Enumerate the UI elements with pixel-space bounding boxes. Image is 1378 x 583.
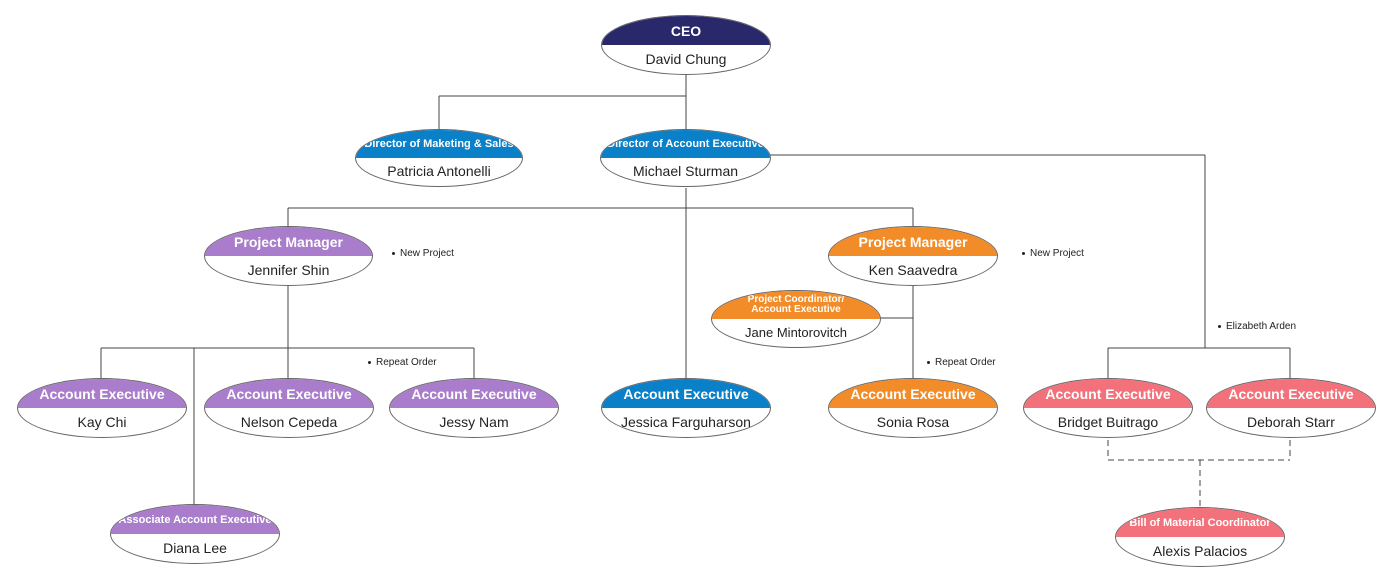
node-bom-alexis: Bill of Material Coordinator Alexis Pala… [1115,507,1285,567]
node-role: Account Executive [205,379,373,408]
node-role: Account Executive [1207,379,1375,408]
node-role: Account Executive [18,379,186,408]
node-role: Project Coordinator/ Account Executive [712,291,880,319]
node-name: Deborah Starr [1247,413,1335,430]
node-name: Patricia Antonelli [387,163,491,179]
node-role: Associate Account Executive [111,505,279,534]
note-text: New Project [400,248,454,259]
bullet-icon [392,251,395,255]
node-name: Bridget Buitrago [1057,413,1159,430]
node-name: Jessy Nam [439,413,509,430]
node-name: Jane Mintorovitch [745,324,847,340]
note-text: Repeat Order [935,357,996,368]
bullet-icon [1022,251,1025,255]
node-name: Michael Sturman [632,163,739,179]
node-ae-jessy: Account Executive Jessy Nam [389,378,559,438]
node-role: Bill of Material Coordinator [1116,508,1284,537]
node-role: Director of Maketing & Sales [356,130,522,158]
node-director-marketing: Director of Maketing & Sales Patricia An… [355,129,523,187]
node-role: Account Executive [602,379,770,408]
node-role: CEO [602,16,770,45]
note-elizabeth-arden: Elizabeth Arden [1218,321,1296,332]
node-ae-bridget: Account Executive Bridget Buitrago [1023,378,1193,438]
node-name: Jessica Farguharson [621,413,751,430]
bullet-icon [927,360,930,364]
node-role: Director of Account Executive [601,130,770,158]
bullet-icon [368,360,371,364]
node-name: David Chung [645,50,727,67]
node-role: Account Executive [390,379,558,408]
node-name: Alexis Palacios [1152,542,1248,559]
node-director-account: Director of Account Executive Michael St… [600,129,771,187]
node-ae-kay: Account Executive Kay Chi [17,378,187,438]
node-aae-diana: Associate Account Executive Diana Lee [110,504,280,564]
node-ae-jessica: Account Executive Jessica Farguharson [601,378,771,438]
node-pm-jennifer: Project Manager Jennifer Shin [204,226,373,286]
node-name: Kay Chi [77,413,127,430]
node-ae-sonia: Account Executive Sonia Rosa [828,378,998,438]
node-name: Ken Saavedra [868,261,958,278]
node-name: Sonia Rosa [876,413,950,430]
node-ceo: CEO David Chung [601,15,771,75]
note-new-project: New Project [1022,248,1084,259]
node-ae-nelson: Account Executive Nelson Cepeda [204,378,374,438]
note-repeat-order: Repeat Order [368,357,437,368]
note-new-project: New Project [392,248,454,259]
node-name: Nelson Cepeda [240,413,338,430]
node-ae-deborah: Account Executive Deborah Starr [1206,378,1376,438]
node-name: Diana Lee [163,539,227,556]
note-text: New Project [1030,248,1084,259]
node-name: Jennifer Shin [247,261,330,278]
note-text: Repeat Order [376,357,437,368]
bullet-icon [1218,324,1221,328]
node-pm-ken: Project Manager Ken Saavedra [828,226,998,286]
node-role: Account Executive [1024,379,1192,408]
note-repeat-order: Repeat Order [927,357,996,368]
node-pc-jane: Project Coordinator/ Account Executive J… [711,290,881,348]
node-role: Account Executive [829,379,997,408]
node-role: Project Manager [829,227,997,256]
node-role: Project Manager [205,227,372,256]
note-text: Elizabeth Arden [1226,321,1297,332]
